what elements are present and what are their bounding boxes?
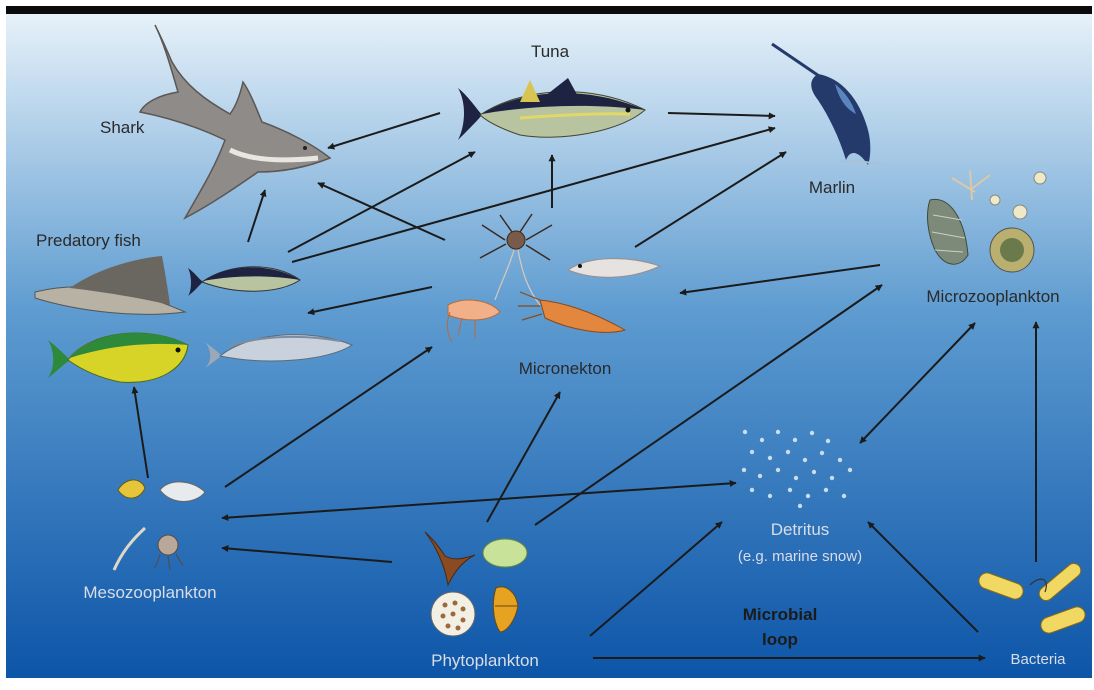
label-microzooplankton: Microzooplankton (926, 287, 1059, 306)
label-marlin: Marlin (809, 178, 855, 197)
label-shark: Shark (100, 118, 145, 137)
label-predatory-fish: Predatory fish (36, 231, 141, 250)
label-phytoplankton: Phytoplankton (431, 651, 539, 670)
label-microbial-loop-line2: loop (762, 630, 798, 649)
label-mesozooplankton: Mesozooplankton (83, 583, 216, 602)
label-detritus: Detritus (771, 520, 830, 539)
label-detritus-note: (e.g. marine snow) (738, 548, 862, 565)
label-micronekton: Micronekton (519, 359, 612, 378)
label-tuna: Tuna (531, 42, 570, 61)
label-bacteria: Bacteria (1010, 651, 1066, 668)
label-microbial-loop-line1: Microbial (743, 605, 818, 624)
top-border-bar (6, 6, 1092, 14)
